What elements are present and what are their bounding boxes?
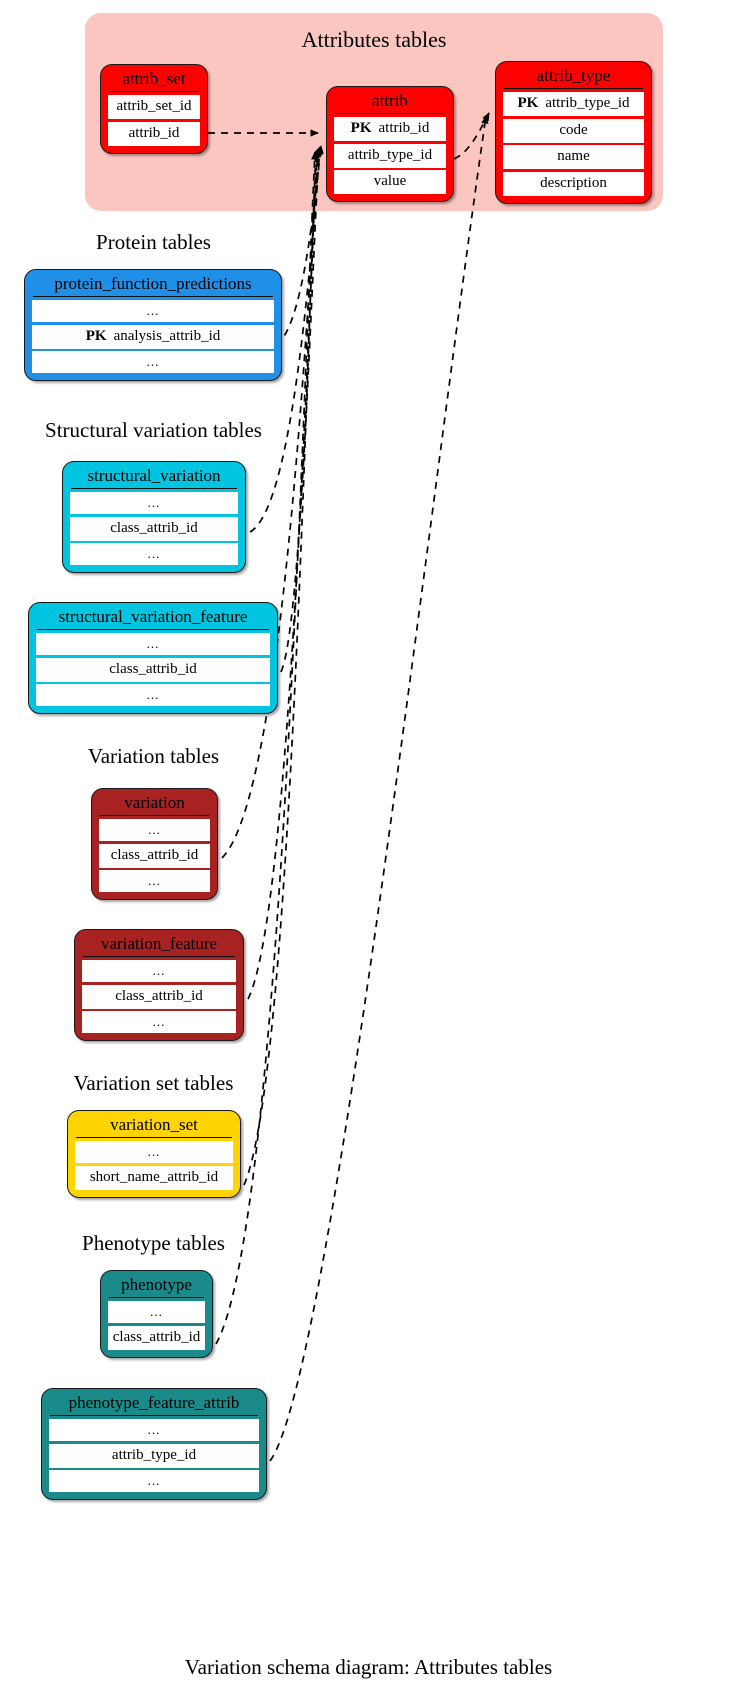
table-row[interactable]: ... <box>70 492 238 514</box>
table-row[interactable]: ... <box>32 300 274 322</box>
table-row[interactable]: ... <box>82 1011 236 1033</box>
table-phenotype[interactable]: phenotype ... class_attrib_id <box>100 1270 213 1358</box>
column-name: class_attrib_id <box>112 1328 201 1345</box>
section-title-variation-set-tables: Variation set tables <box>73 1071 234 1095</box>
column-name: code <box>559 121 588 138</box>
column-name: ... <box>146 636 160 651</box>
column-name: ... <box>148 873 161 888</box>
column-name: attrib_type_id <box>111 1446 197 1463</box>
table-row[interactable]: class_attrib_id <box>108 1325 205 1350</box>
table-row[interactable]: attrib_type_id <box>49 1443 259 1468</box>
diagram-caption: Variation schema diagram: Attributes tab… <box>184 1655 553 1679</box>
column-name: ... <box>146 303 160 318</box>
table-variation-set[interactable]: variation_set ... short_name_attrib_id <box>67 1110 241 1198</box>
table-title: attrib <box>335 87 445 114</box>
table-row[interactable]: attrib_type_id <box>334 143 446 168</box>
column-name: ... <box>152 1014 166 1029</box>
column-name: ... <box>150 1304 163 1319</box>
edge-structural-variation-feature-to-attrib <box>280 147 323 673</box>
table-title: structural_variation_feature <box>37 603 269 630</box>
column-name: ... <box>147 546 161 561</box>
table-row[interactable]: ... <box>36 633 270 655</box>
column-name: ... <box>146 354 160 369</box>
pk-marker: PK <box>350 120 372 136</box>
table-title: structural_variation <box>71 462 237 489</box>
table-row[interactable]: class_attrib_id <box>36 657 270 682</box>
cluster-label: Attributes tables <box>301 27 447 52</box>
column-name: name <box>557 148 590 164</box>
column-name: ... <box>148 822 161 837</box>
table-title: phenotype <box>109 1271 204 1298</box>
table-row[interactable]: attrib_set_id <box>108 95 200 119</box>
section-title-protein-tables: Protein tables <box>96 230 211 254</box>
table-attrib-set[interactable]: attrib_set attrib_set_id attrib_id <box>100 64 208 154</box>
column-name: class_attrib_id <box>110 519 198 536</box>
table-row[interactable]: ... <box>99 819 210 841</box>
table-row[interactable]: PK analysis_attrib_id <box>32 324 274 349</box>
table-row[interactable]: ... <box>49 1470 259 1492</box>
column-name: short_name_attrib_id <box>89 1168 219 1185</box>
column-name: value <box>373 173 407 189</box>
table-structural-variation-feature[interactable]: structural_variation_feature ... class_a… <box>28 602 278 714</box>
table-row[interactable]: ... <box>82 960 236 982</box>
section-title-phenotype-tables: Phenotype tables <box>82 1231 225 1255</box>
table-attrib-type[interactable]: attrib_type PK attrib_type_id code name d… <box>495 61 652 204</box>
table-row[interactable]: PK attrib_id <box>334 117 446 141</box>
table-title: variation <box>100 789 209 816</box>
table-title: protein_function_predictions <box>33 270 273 297</box>
table-row[interactable]: ... <box>70 543 238 565</box>
column-name: attrib_type_id <box>347 146 433 163</box>
table-row[interactable]: ... <box>99 870 210 892</box>
section-title-structural-variation-tables: Structural variation tables <box>45 418 262 442</box>
column-name: ... <box>147 1473 161 1488</box>
column-name: analysis_attrib_id <box>113 327 221 344</box>
table-title: phenotype_feature_attrib <box>50 1389 258 1416</box>
table-row[interactable]: attrib_id <box>108 121 200 146</box>
table-title: variation_feature <box>83 930 235 957</box>
table-row[interactable]: ... <box>36 684 270 706</box>
column-name: attrib_id <box>378 120 430 136</box>
table-row[interactable]: ... <box>75 1141 233 1163</box>
column-name: class_attrib_id <box>110 846 199 863</box>
column-name: ... <box>146 687 160 702</box>
column-name: class_attrib_id <box>115 987 203 1004</box>
pk-marker: PK <box>517 95 539 111</box>
edge-phenotype-feature-attrib-to-attrib-type <box>269 115 489 1462</box>
column-name: description <box>540 174 607 191</box>
pk-marker: PK <box>85 327 107 344</box>
column-name: attrib_set_id <box>116 98 192 114</box>
table-title: attrib_type <box>504 62 643 89</box>
table-variation-feature[interactable]: variation_feature ... class_attrib_id ..… <box>74 929 244 1041</box>
table-title: variation_set <box>76 1111 232 1138</box>
table-row[interactable]: short_name_attrib_id <box>75 1165 233 1190</box>
table-row[interactable]: ... <box>108 1301 205 1323</box>
table-row[interactable]: ... <box>49 1419 259 1441</box>
table-title: attrib_set <box>109 65 199 92</box>
column-name: attrib_id <box>128 124 180 141</box>
table-attrib[interactable]: attrib PK attrib_id attrib_type_id value <box>326 86 454 202</box>
column-name: ... <box>147 495 161 510</box>
column-name: class_attrib_id <box>109 660 197 677</box>
column-name: ... <box>152 963 166 978</box>
table-protein-function-predictions[interactable]: protein_function_predictions ... PK analy… <box>24 269 282 381</box>
table-row[interactable]: description <box>503 171 644 196</box>
table-row[interactable]: PK attrib_type_id <box>503 92 644 116</box>
column-name: attrib_type_id <box>545 95 630 111</box>
column-name: ... <box>147 1422 161 1437</box>
table-phenotype-feature-attrib[interactable]: phenotype_feature_attrib ... attrib_type… <box>41 1388 267 1500</box>
table-row[interactable]: code <box>503 118 644 143</box>
table-row[interactable]: name <box>503 145 644 169</box>
table-row[interactable]: value <box>334 170 446 194</box>
table-variation[interactable]: variation ... class_attrib_id ... <box>91 788 218 900</box>
section-title-variation-tables: Variation tables <box>87 744 220 768</box>
table-row[interactable]: ... <box>32 351 274 373</box>
table-row[interactable]: class_attrib_id <box>82 984 236 1009</box>
column-name: ... <box>147 1144 161 1159</box>
table-structural-variation[interactable]: structural_variation ... class_attrib_id… <box>62 461 246 573</box>
table-row[interactable]: class_attrib_id <box>99 843 210 868</box>
table-row[interactable]: class_attrib_id <box>70 516 238 541</box>
